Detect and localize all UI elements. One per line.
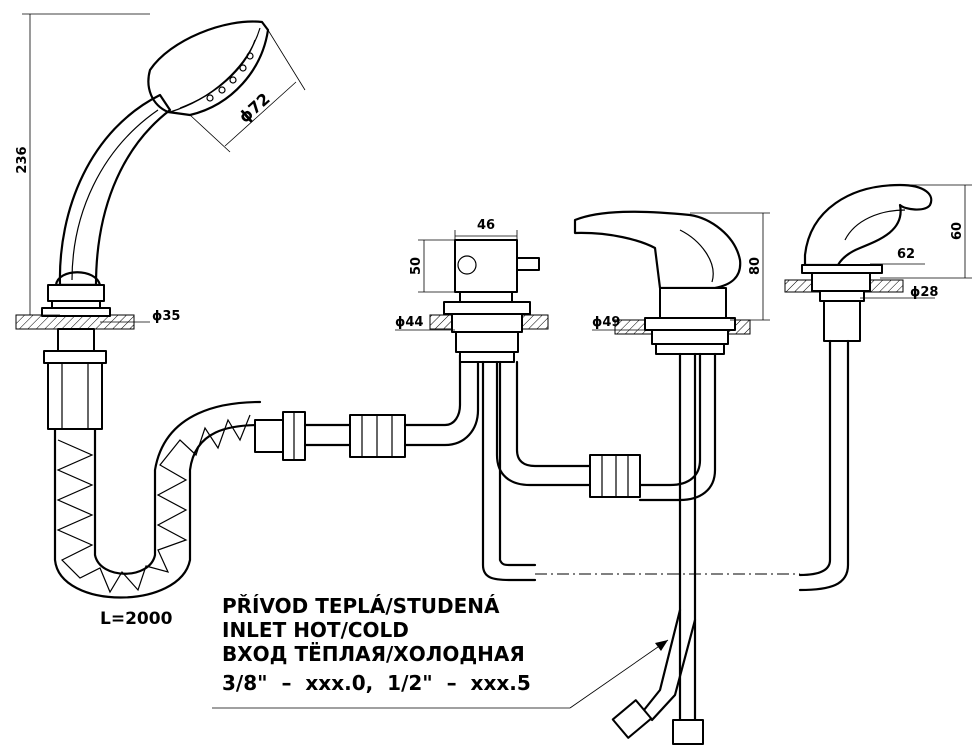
hose-length-label: L=2000 xyxy=(100,609,173,629)
dim-diverter-dia: ϕ44 xyxy=(395,315,423,330)
dim-mixer-dia: ϕ49 xyxy=(592,315,620,330)
shower-hose xyxy=(53,353,480,599)
inlet-note: PŘÍVOD TEPLÁ/STUDENÁ INLET HOT/COLD ВХОД… xyxy=(222,594,531,695)
inlet-note-line-4: 3/8" – xxx.0, 1/2" – xxx.5 xyxy=(222,671,531,695)
diverter-valve xyxy=(429,239,592,582)
dim-spout-height: 60 xyxy=(950,222,965,240)
inlet-note-line-3: ВХОД ТЁПЛАЯ/ХОЛОДНАЯ xyxy=(222,642,525,666)
dim-spout-reach: 62 xyxy=(897,247,915,262)
bath-spout xyxy=(784,183,933,592)
dim-shower-base-dia: ϕ35 xyxy=(152,309,180,324)
mixer-tap xyxy=(573,210,751,745)
inlet-note-line-2: INLET HOT/COLD xyxy=(222,618,409,642)
inlet-note-line-1: PŘÍVOD TEPLÁ/STUDENÁ xyxy=(222,594,500,618)
dim-shower-head-dia: ϕ72 xyxy=(235,89,274,127)
hand-shower xyxy=(54,20,270,287)
dim-shower-height: 236 xyxy=(15,146,30,173)
spray-nozzles xyxy=(206,52,254,102)
dim-diverter-height: 50 xyxy=(409,257,424,275)
dimension-lines xyxy=(22,13,972,709)
dim-diverter-width: 46 xyxy=(477,218,495,233)
dim-mixer-height: 80 xyxy=(748,257,763,275)
dim-spout-dia: ϕ28 xyxy=(910,285,938,300)
shower-holder xyxy=(15,284,135,430)
